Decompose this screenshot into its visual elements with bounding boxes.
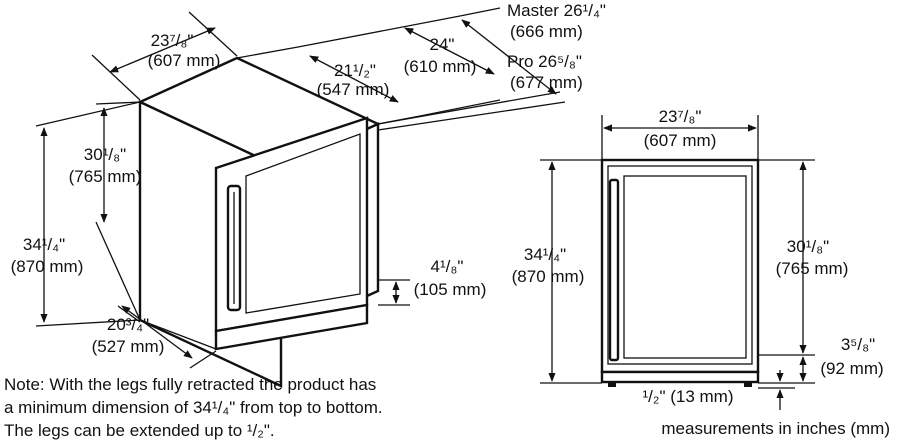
front-door-handle <box>608 178 620 362</box>
front-total-in: 34¹/₄" <box>524 245 566 264</box>
front-width-in: 23⁷/₈" <box>659 107 702 126</box>
leg-extension: ¹/₂" (13 mm) <box>642 387 733 406</box>
top-width-mm: (607 mm) <box>148 51 221 70</box>
front-base-mm: (92 mm) <box>820 359 883 378</box>
front-view-cabinet <box>600 158 760 387</box>
toe-mm: (105 mm) <box>414 280 487 299</box>
front-width-mm: (607 mm) <box>644 131 717 150</box>
units-note: measurements in inches (mm) <box>661 419 890 438</box>
note-line-2: a minimum dimension of 34¹/₄" from top t… <box>4 398 383 417</box>
front-total-mm: (870 mm) <box>512 267 585 286</box>
cab-height-in: 30¹/₈" <box>84 145 126 164</box>
door-glass <box>245 133 361 314</box>
front-cab-mm: (765 mm) <box>776 259 849 278</box>
master-depth-mm: (666 mm) <box>510 22 583 41</box>
labels: 23⁷/₈" (607 mm) 21¹/₂" (547 mm) 24" (610… <box>4 1 890 440</box>
master-depth-in: Master 26¹/₄" <box>507 1 606 20</box>
front-cab-in: 30¹/₈" <box>787 237 829 256</box>
total-height-in: 34¹/₄" <box>23 235 65 254</box>
front-cabinet-body <box>600 158 760 374</box>
cab-height-mm: (765 mm) <box>69 167 142 186</box>
depth-24-in: 24" <box>430 35 455 54</box>
cabinet-toe-kick <box>214 303 369 351</box>
front-leg-right <box>744 382 752 387</box>
inner-depth-in: 21¹/₂" <box>334 61 376 80</box>
front-base-in: 3⁵/₈" <box>841 335 875 354</box>
pro-depth-mm: (677 mm) <box>510 73 583 92</box>
bottom-depth-in: 20³/₄" <box>107 315 149 334</box>
front-door-frame <box>607 165 753 365</box>
bottom-depth-mm: (527 mm) <box>92 337 165 356</box>
isometric-cabinet <box>137 56 381 388</box>
pro-depth-in: Pro 26⁵/₈" <box>507 52 582 71</box>
front-door-glass <box>623 175 747 359</box>
total-height-mm: (870 mm) <box>11 257 84 276</box>
note-line-3: The legs can be extended up to ¹/₂". <box>4 421 275 440</box>
front-dimensions <box>540 115 815 410</box>
note-line-1: Note: With the legs fully retracted the … <box>4 375 376 394</box>
iso-dimensions <box>35 7 566 369</box>
front-base <box>600 370 760 384</box>
toe-in: 4¹/₈" <box>431 257 464 276</box>
top-width-in: 23⁷/₈" <box>151 31 194 50</box>
depth-24-mm: (610 mm) <box>404 57 477 76</box>
inner-depth-mm: (547 mm) <box>317 80 390 99</box>
front-leg-left <box>608 382 616 387</box>
